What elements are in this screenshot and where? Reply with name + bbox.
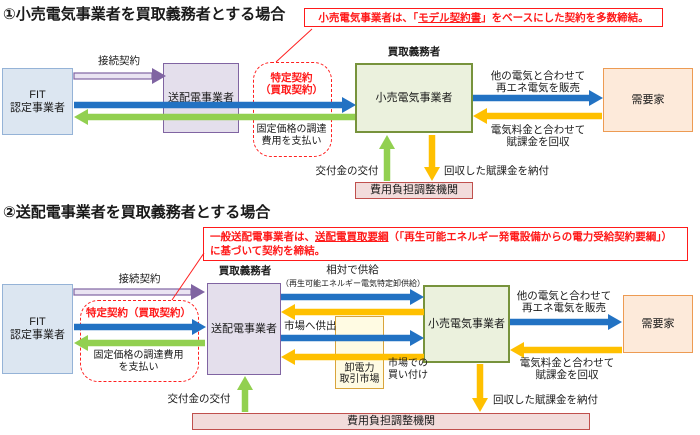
s2-bilateral-supply-label: 相対で供給 [326, 264, 379, 276]
s2-fit-producer-box: FIT 認定事業者 [2, 284, 73, 374]
s1-callout-connector-line [275, 28, 313, 63]
s2-tso-box: 送配電事業者 [207, 283, 281, 375]
s2-to-market-label: 市場へ供出 [284, 320, 337, 332]
s2-cost-agency-box: 費用負担調整機関 [192, 413, 590, 430]
s1-sell-label: 他の電気と合わせて 再エネ電気を販売 [490, 70, 586, 94]
s1-retailer-box: 小売電気事業者 [355, 63, 473, 133]
s2-specified-contract-label: 特定契約（買取契約） [86, 307, 191, 319]
s1-collect-levy-label: 電気料金と合わせて 賦課金を回収 [490, 124, 586, 148]
callout1-emphasis: モデル契約書 [418, 11, 482, 24]
s1-specified-contract-oval [253, 62, 332, 157]
s2-bilateral-arrow-blue [281, 289, 424, 305]
section2-callout: 一般送配電事業者は、送配電買取要綱（「再生可能エネルギー発電設備からの電力受給契… [203, 227, 688, 261]
s1-pay-levy-label: 回収した賦課金を納付 [444, 165, 549, 177]
s2-grant-arrow-green-up [237, 376, 253, 412]
section1-callout: 小売電気事業者は、「モデル契約書」をベースにした契約を多数締結。 [304, 8, 663, 27]
section2-title: ②送配電事業者を買取義務者とする場合 [3, 204, 271, 221]
callout2-pre: 一般送配電事業者は、 [210, 231, 315, 243]
s2-connection-arrow-purple [73, 284, 205, 300]
s1-tso-box: 送配電事業者 [163, 63, 239, 133]
s1-collect-arrow-yellow [473, 108, 602, 124]
s2-connection-contract-label: 接続契約 [118, 273, 161, 285]
section2-callout-text: 一般送配電事業者は、送配電買取要綱（「再生可能エネルギー発電設備からの電力受給契… [210, 230, 681, 258]
s1-connection-contract-label: 接続契約 [98, 55, 140, 67]
s2-sell-label: 他の電気と合わせて 再エネ電気を販売 [516, 290, 612, 314]
s2-pay-fixed-label: 固定価格の調達費用 を支払い [93, 350, 184, 373]
s2-wholesale-market-box: 卸電力 取引市場 [335, 316, 384, 389]
callout2-post: （「再生可能エネルギー発電設備からの電力受給契約要綱」）に基づいて契約を締結。 [210, 231, 672, 257]
callout1-pre: 小売電気事業者は、「 [318, 11, 419, 24]
s1-levy-arrow-yellow-down [424, 135, 440, 181]
section1-callout-text: 小売電気事業者は、「モデル契約書」をベースにした契約を多数締結。 [305, 11, 662, 25]
s2-levy-arrow-yellow-down [472, 364, 488, 412]
s2-grant-label: 交付金の交付 [167, 393, 231, 405]
s1-specified-contract-label: 特定契約 （買取契約） [260, 72, 323, 96]
s2-consumer-box: 需要家 [623, 295, 693, 353]
s1-cost-agency-box: 費用負担調整機関 [355, 182, 473, 199]
callout1-post: 」をベースにした契約を多数締結。 [481, 11, 649, 24]
s2-collect-levy-label: 電気料金と合わせて 賦課金を回収 [519, 357, 615, 381]
s2-sell-arrow-blue [510, 314, 622, 330]
s2-pay-levy-label: 回収した賦課金を納付 [493, 394, 598, 406]
callout2-emphasis: 送配電買取要綱 [315, 231, 389, 243]
s2-bilateral-supply-sublabel: （再生可能エネルギー電気特定卸供給） [281, 279, 425, 288]
s1-consumer-box: 需要家 [603, 68, 693, 132]
s1-grant-label: 交付金の交付 [315, 165, 379, 177]
s2-retailer-box: 小売電気事業者 [423, 285, 510, 363]
s1-obligor-label: 買取義務者 [387, 46, 441, 58]
s1-fit-producer-box: FIT 認定事業者 [2, 68, 73, 135]
s2-buy-market-label: 市場での 買い付け [388, 358, 428, 381]
s1-pay-fixed-label: 固定価格の調達 費用を支払い [256, 124, 327, 147]
s2-collect-arrow-yellow [510, 342, 622, 358]
s2-obligor-label: 買取義務者 [218, 265, 272, 277]
section1-title: ①小売電気事業者を買取義務者とする場合 [3, 6, 286, 23]
s1-connection-arrow-purple [73, 68, 166, 84]
